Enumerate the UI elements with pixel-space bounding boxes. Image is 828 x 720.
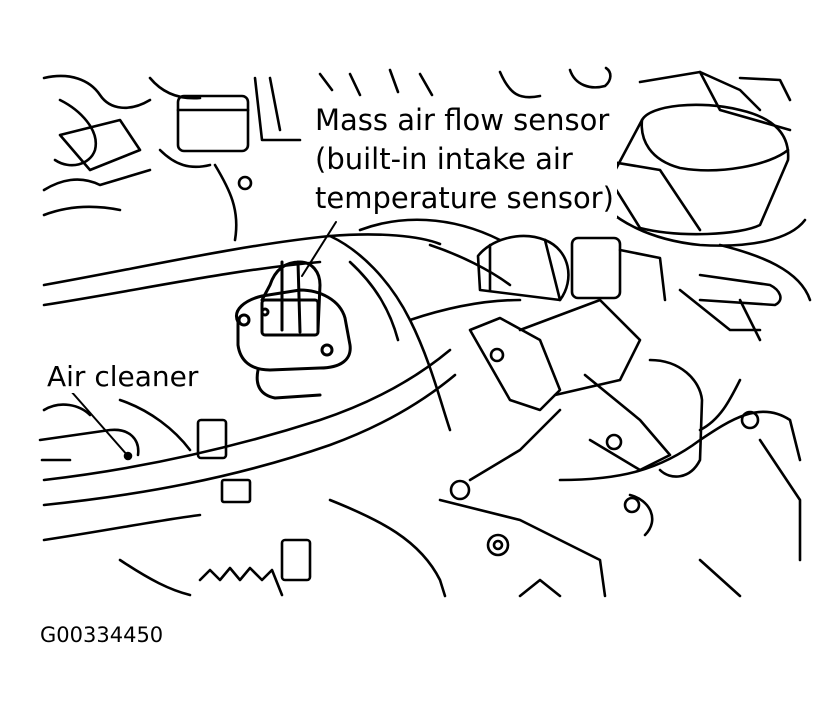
upper-engine-clutter <box>42 66 792 242</box>
lower-manifold <box>42 358 802 598</box>
maf-label-line-2: (built-in intake air <box>315 142 573 176</box>
maf-leader-line <box>301 221 337 277</box>
mass-air-flow-sensor <box>235 260 352 400</box>
valve-bracket <box>449 234 672 501</box>
air-cleaner-label: Air cleaner <box>44 361 202 393</box>
intake-ducts <box>42 218 522 432</box>
maf-label-line-1: Mass air flow sensor <box>315 103 610 137</box>
mass-air-flow-sensor-label: Mass air flow sensor (built-in intake ai… <box>312 101 617 218</box>
reservoir-right <box>588 103 812 342</box>
lower-hoses <box>38 348 457 507</box>
figure-code: G00334450 <box>40 623 164 647</box>
maf-label-line-3: temperature sensor) <box>315 181 614 215</box>
